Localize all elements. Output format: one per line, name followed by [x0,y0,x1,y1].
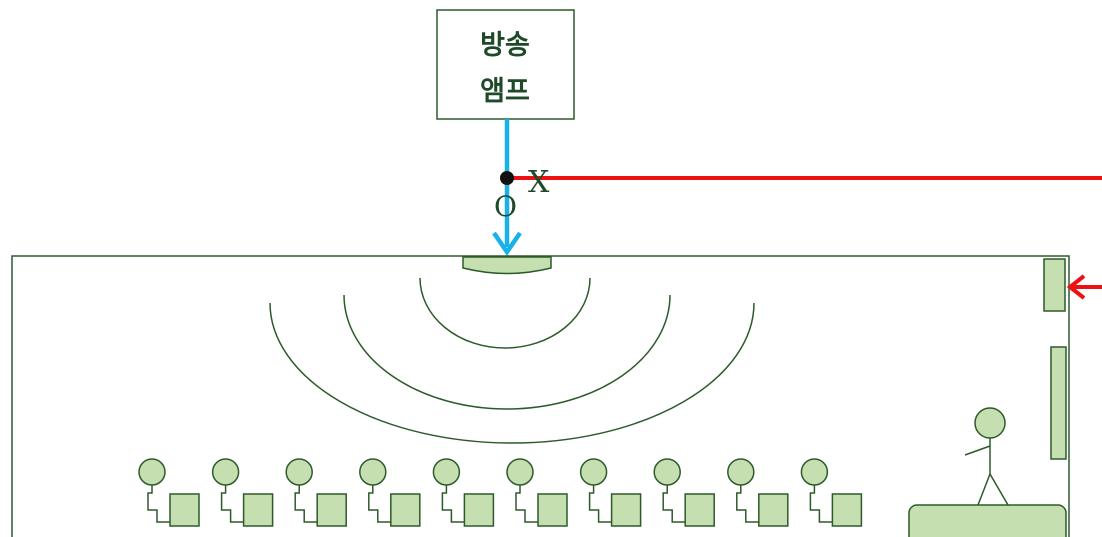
student-desk [169,493,200,527]
student-desk [610,493,642,527]
student-head [359,458,387,486]
teacher-desk [908,504,1067,537]
student-head [138,458,166,486]
student-desk [242,493,274,527]
student-head [800,458,829,486]
student-body [368,485,391,523]
student-figure [653,458,715,527]
student-desk [758,493,789,527]
o-mark-label: O [494,190,517,223]
junction-dot [500,171,514,185]
student-body [809,485,833,523]
amp-label-line1: 방송 [480,30,530,61]
student-body [294,485,318,523]
student-figure [285,458,347,527]
student-head [285,458,313,486]
student-desk [537,493,568,527]
ceiling-speaker [462,256,552,275]
student-body [147,485,170,523]
amp-label-line2: 앰프 [480,76,530,107]
student-figure [800,458,863,527]
red-incoming-arrow [1066,274,1102,300]
student-desk [684,493,715,527]
sound-wave-inner [419,277,591,349]
student-figure [727,458,789,527]
teacher-head [974,407,1006,439]
student-body [662,485,686,523]
classroom-outline [11,255,1070,537]
student-body [441,485,465,523]
student-head [506,458,534,486]
student-desk [390,493,421,527]
student-figure [432,458,495,527]
student-desk [463,493,495,527]
blackboard [1050,346,1067,460]
sound-wave-outer [269,302,755,444]
student-body [220,485,244,523]
student-rows [138,458,863,527]
student-head [211,458,240,486]
student-head [653,458,681,486]
sound-waves [269,277,755,444]
student-figure [138,458,200,527]
student-figure [359,458,421,527]
student-desk [316,493,347,527]
wall-receiver [1043,258,1066,312]
student-desk [831,493,863,527]
amp-wire [492,119,522,256]
student-body [736,485,759,523]
student-figure [506,458,568,527]
student-head [579,458,608,486]
student-head [727,458,755,486]
teacher-figure [964,407,1009,506]
student-body [515,485,538,523]
student-head [432,458,461,486]
sound-wave-middle [343,294,671,410]
student-body [588,485,612,523]
amp-wire-arrowhead [492,231,522,256]
broadcast-amp-box: 방송 앰프 [436,9,575,120]
student-figure [579,458,642,527]
x-mark-label: X [528,165,550,200]
student-figure [211,458,274,527]
